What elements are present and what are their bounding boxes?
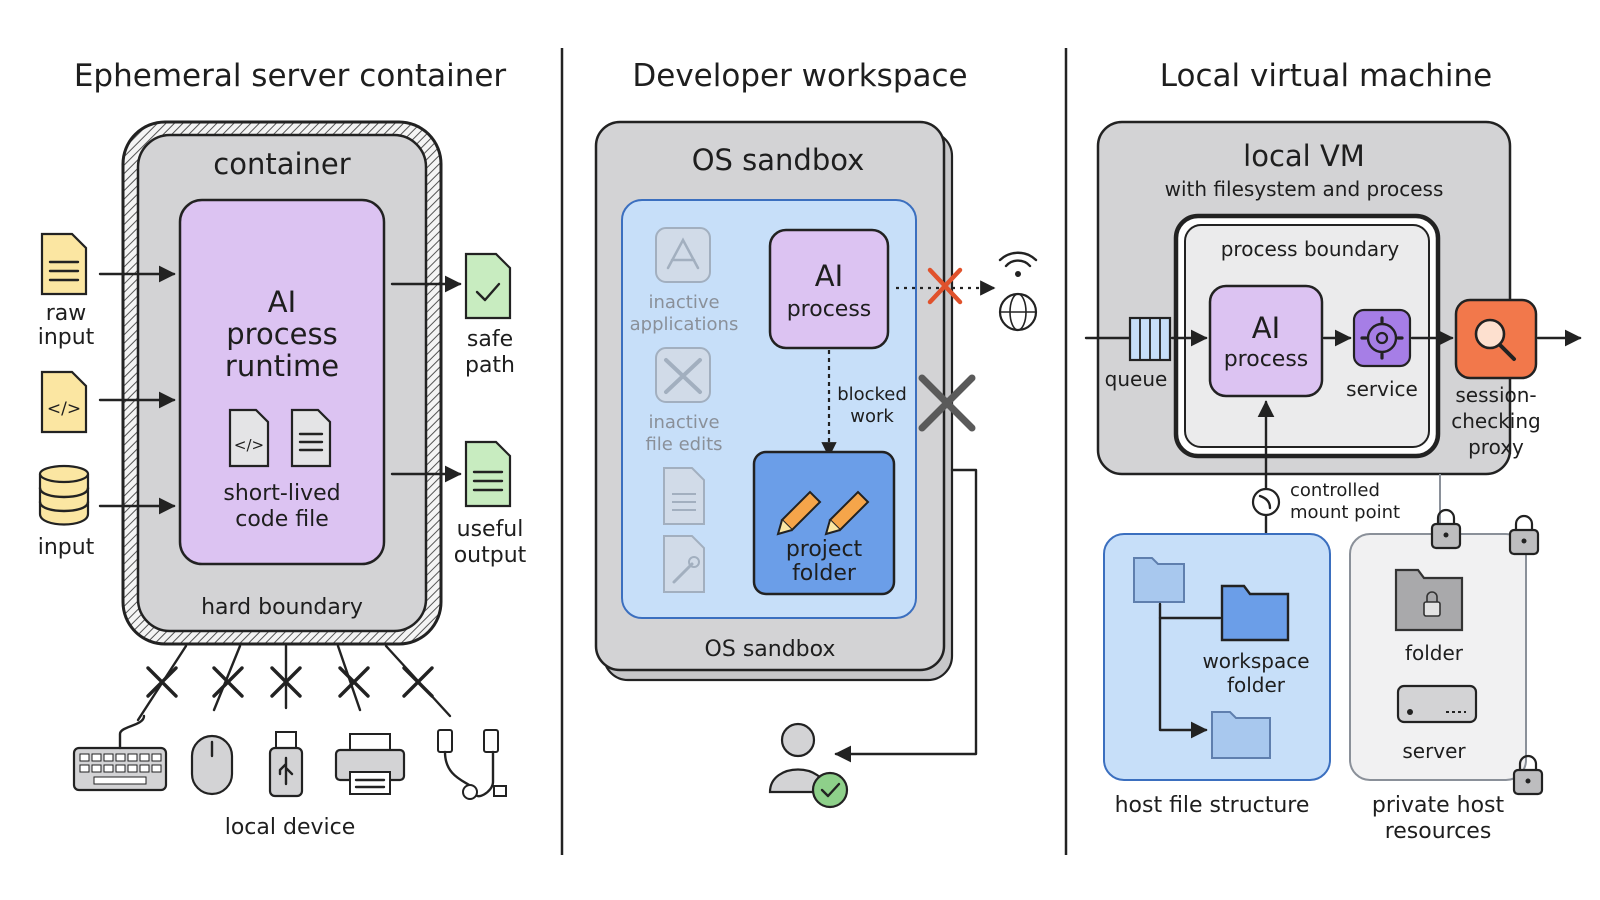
input-label: input <box>38 325 95 350</box>
hard-boundary-label: hard boundary <box>201 595 363 620</box>
wifi-icon <box>998 251 1038 277</box>
workspace-folder-label: workspace <box>1202 649 1309 673</box>
project-folder-box <box>752 450 896 596</box>
output-label: useful <box>457 517 524 542</box>
runtime-box <box>178 198 386 566</box>
panel-local-vm: Local virtual machine local VM with file… <box>1084 58 1582 844</box>
runtime-label: AI <box>268 285 296 319</box>
output-label: safe <box>467 327 513 352</box>
ai-process-box <box>1208 284 1324 398</box>
blocked-work-label: work <box>850 406 894 427</box>
sandbox-label: OS sandbox <box>692 143 865 177</box>
pencil-icon <box>824 490 870 536</box>
document-icon <box>663 467 705 525</box>
panel-title: Local virtual machine <box>1160 58 1492 94</box>
tree-line <box>1158 602 1208 739</box>
document-icon <box>290 408 332 468</box>
code-file-icon: </> <box>40 370 88 434</box>
globe-icon <box>998 292 1038 332</box>
code-file-label: short-lived <box>223 481 340 506</box>
user-approval-path <box>834 468 978 763</box>
code-file-icon: </> <box>228 408 270 468</box>
project-folder-label: project <box>786 537 863 562</box>
proxy-label: proxy <box>1468 435 1524 459</box>
blocked-x-icon <box>927 267 963 305</box>
lock-icon <box>1508 514 1540 556</box>
panel-title: Developer workspace <box>632 58 967 94</box>
host-files-label: host file structure <box>1115 793 1310 818</box>
lock-icon <box>1430 508 1462 550</box>
service-label: service <box>1346 377 1418 401</box>
vm-label: local VM <box>1243 139 1365 173</box>
wrench-document-icon <box>663 535 705 593</box>
queue-icon <box>1128 316 1172 362</box>
private-folder-label: folder <box>1405 641 1464 665</box>
queue-label: queue <box>1105 367 1168 391</box>
document-icon <box>40 232 88 296</box>
vm-sublabel: with filesystem and process <box>1165 177 1444 201</box>
mount-label: mount point <box>1290 502 1400 523</box>
user-check-icon <box>768 722 849 809</box>
app-store-icon <box>655 227 711 283</box>
folder-icon <box>1211 711 1271 759</box>
blocked-device-links <box>136 644 452 722</box>
lock-icon <box>1512 754 1544 796</box>
sandbox-bottom-label: OS sandbox <box>705 637 836 662</box>
proxy-label: checking <box>1451 409 1540 433</box>
private-resources-label: private host <box>1372 793 1505 818</box>
ai-process-label: AI <box>815 259 843 293</box>
gear-icon <box>1352 308 1412 368</box>
ai-process-label: AI <box>1252 311 1280 345</box>
usb-cable-icon <box>437 729 507 800</box>
ai-process-box <box>768 228 890 350</box>
tools-icon <box>655 347 711 403</box>
svg-text:</>: </> <box>234 436 264 454</box>
document-icon <box>464 440 512 508</box>
code-file-label: code file <box>235 507 329 532</box>
mount-point-icon <box>1251 487 1281 517</box>
printer-icon <box>334 733 406 795</box>
inactive-edits-label: file edits <box>645 434 722 455</box>
folder-icon <box>1133 557 1185 603</box>
blocked-work-label: blocked <box>837 384 907 405</box>
mount-label: controlled <box>1290 480 1380 501</box>
pencil-icon <box>776 490 822 536</box>
container-label: container <box>213 147 350 181</box>
output-label: path <box>465 353 515 378</box>
svg-text:</>: </> <box>47 399 81 419</box>
magnifier-icon <box>1454 298 1538 380</box>
panel-title: Ephemeral server container <box>74 58 507 94</box>
panel-ephemeral-container: Ephemeral server container container AI … <box>38 58 527 840</box>
mouse-icon <box>190 734 234 796</box>
runtime-label: process <box>226 317 337 351</box>
output-label: output <box>454 543 527 568</box>
ai-process-label: process <box>1224 347 1309 372</box>
inactive-edits-label: inactive <box>648 412 719 433</box>
keyboard-icon <box>72 714 168 792</box>
blocked-x-icon <box>918 374 976 432</box>
server-icon <box>1396 684 1478 724</box>
input-label: input <box>38 535 95 560</box>
local-device-label: local device <box>225 815 356 840</box>
proxy-label: session- <box>1455 383 1536 407</box>
usb-drive-icon <box>268 731 304 798</box>
ai-process-label: process <box>787 297 872 322</box>
workspace-folder-icon <box>1220 584 1290 642</box>
server-label: server <box>1402 739 1466 763</box>
process-boundary-label: process boundary <box>1221 237 1400 261</box>
inactive-apps-label: applications <box>630 314 739 335</box>
workspace-folder-label: folder <box>1227 673 1286 697</box>
folder-icon <box>1394 568 1464 632</box>
panel-developer-workspace: Developer workspace OS sandbox OS sandbo… <box>594 58 1038 809</box>
database-icon <box>38 464 90 526</box>
checked-document-icon <box>464 252 512 320</box>
runtime-label: runtime <box>225 349 339 383</box>
project-folder-label: folder <box>792 561 857 586</box>
inactive-apps-label: inactive <box>648 292 719 313</box>
input-label: raw <box>46 301 87 326</box>
private-resources-label: resources <box>1385 819 1492 844</box>
